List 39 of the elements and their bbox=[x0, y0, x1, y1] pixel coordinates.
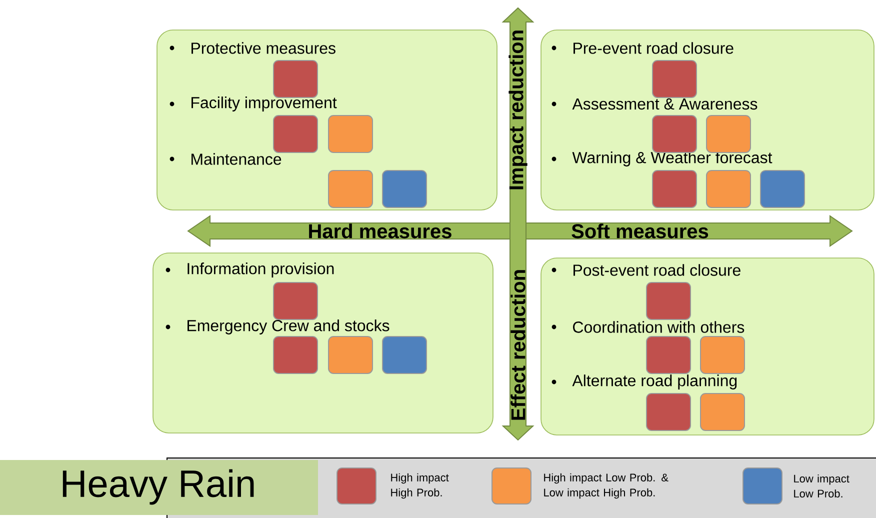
rating-square bbox=[652, 115, 697, 153]
rating-square bbox=[328, 170, 373, 208]
bullet-text: Maintenance bbox=[192, 153, 282, 165]
rating-square bbox=[646, 393, 691, 431]
bullet-text: Emergency Crew and stocks bbox=[188, 320, 390, 334]
bullet-text: Warning & Weather forecast bbox=[572, 152, 772, 166]
rating-square bbox=[273, 336, 318, 374]
bullet-text: Facility improvement bbox=[192, 96, 337, 112]
rating-square bbox=[273, 282, 318, 320]
bullet-text: Coordination with others bbox=[573, 321, 744, 333]
axis-label: Impact reduction bbox=[508, 30, 528, 190]
legend-text: High impact High Prob. bbox=[391, 473, 449, 499]
legend-text: Low impact Low Prob. bbox=[794, 474, 850, 498]
bullet-text: Post-event road closure bbox=[574, 264, 740, 276]
rating-square bbox=[328, 336, 373, 374]
rating-square bbox=[652, 60, 697, 98]
legend-text: High impact Low Prob. & Low impact High Prob. bbox=[544, 473, 668, 499]
bullet-text: Pre-event road closure bbox=[574, 42, 734, 54]
title-banner: Heavy Rain bbox=[0, 460, 318, 515]
rating-square bbox=[652, 170, 697, 208]
rating-square bbox=[646, 336, 691, 374]
bullet-text: Assessment & Awareness bbox=[572, 98, 758, 110]
rating-square bbox=[760, 170, 805, 208]
rating-square bbox=[273, 115, 318, 153]
bullet-text: Protective measures bbox=[192, 42, 336, 54]
rating-square bbox=[700, 393, 745, 431]
rating-square bbox=[382, 336, 427, 374]
axis-label: Soft measures bbox=[572, 224, 708, 238]
bullet-text: Information provision bbox=[188, 262, 334, 278]
axis-label: Hard measures bbox=[309, 224, 452, 238]
rating-square bbox=[382, 170, 427, 208]
bullet-text: Alternate road planning bbox=[572, 374, 737, 390]
rating-square bbox=[273, 60, 318, 98]
rating-square bbox=[328, 115, 373, 153]
rating-square bbox=[706, 170, 751, 208]
rating-square bbox=[706, 115, 751, 153]
rating-square bbox=[646, 282, 691, 320]
axis-label: Effect reduction bbox=[510, 270, 526, 420]
rating-square bbox=[700, 336, 745, 374]
